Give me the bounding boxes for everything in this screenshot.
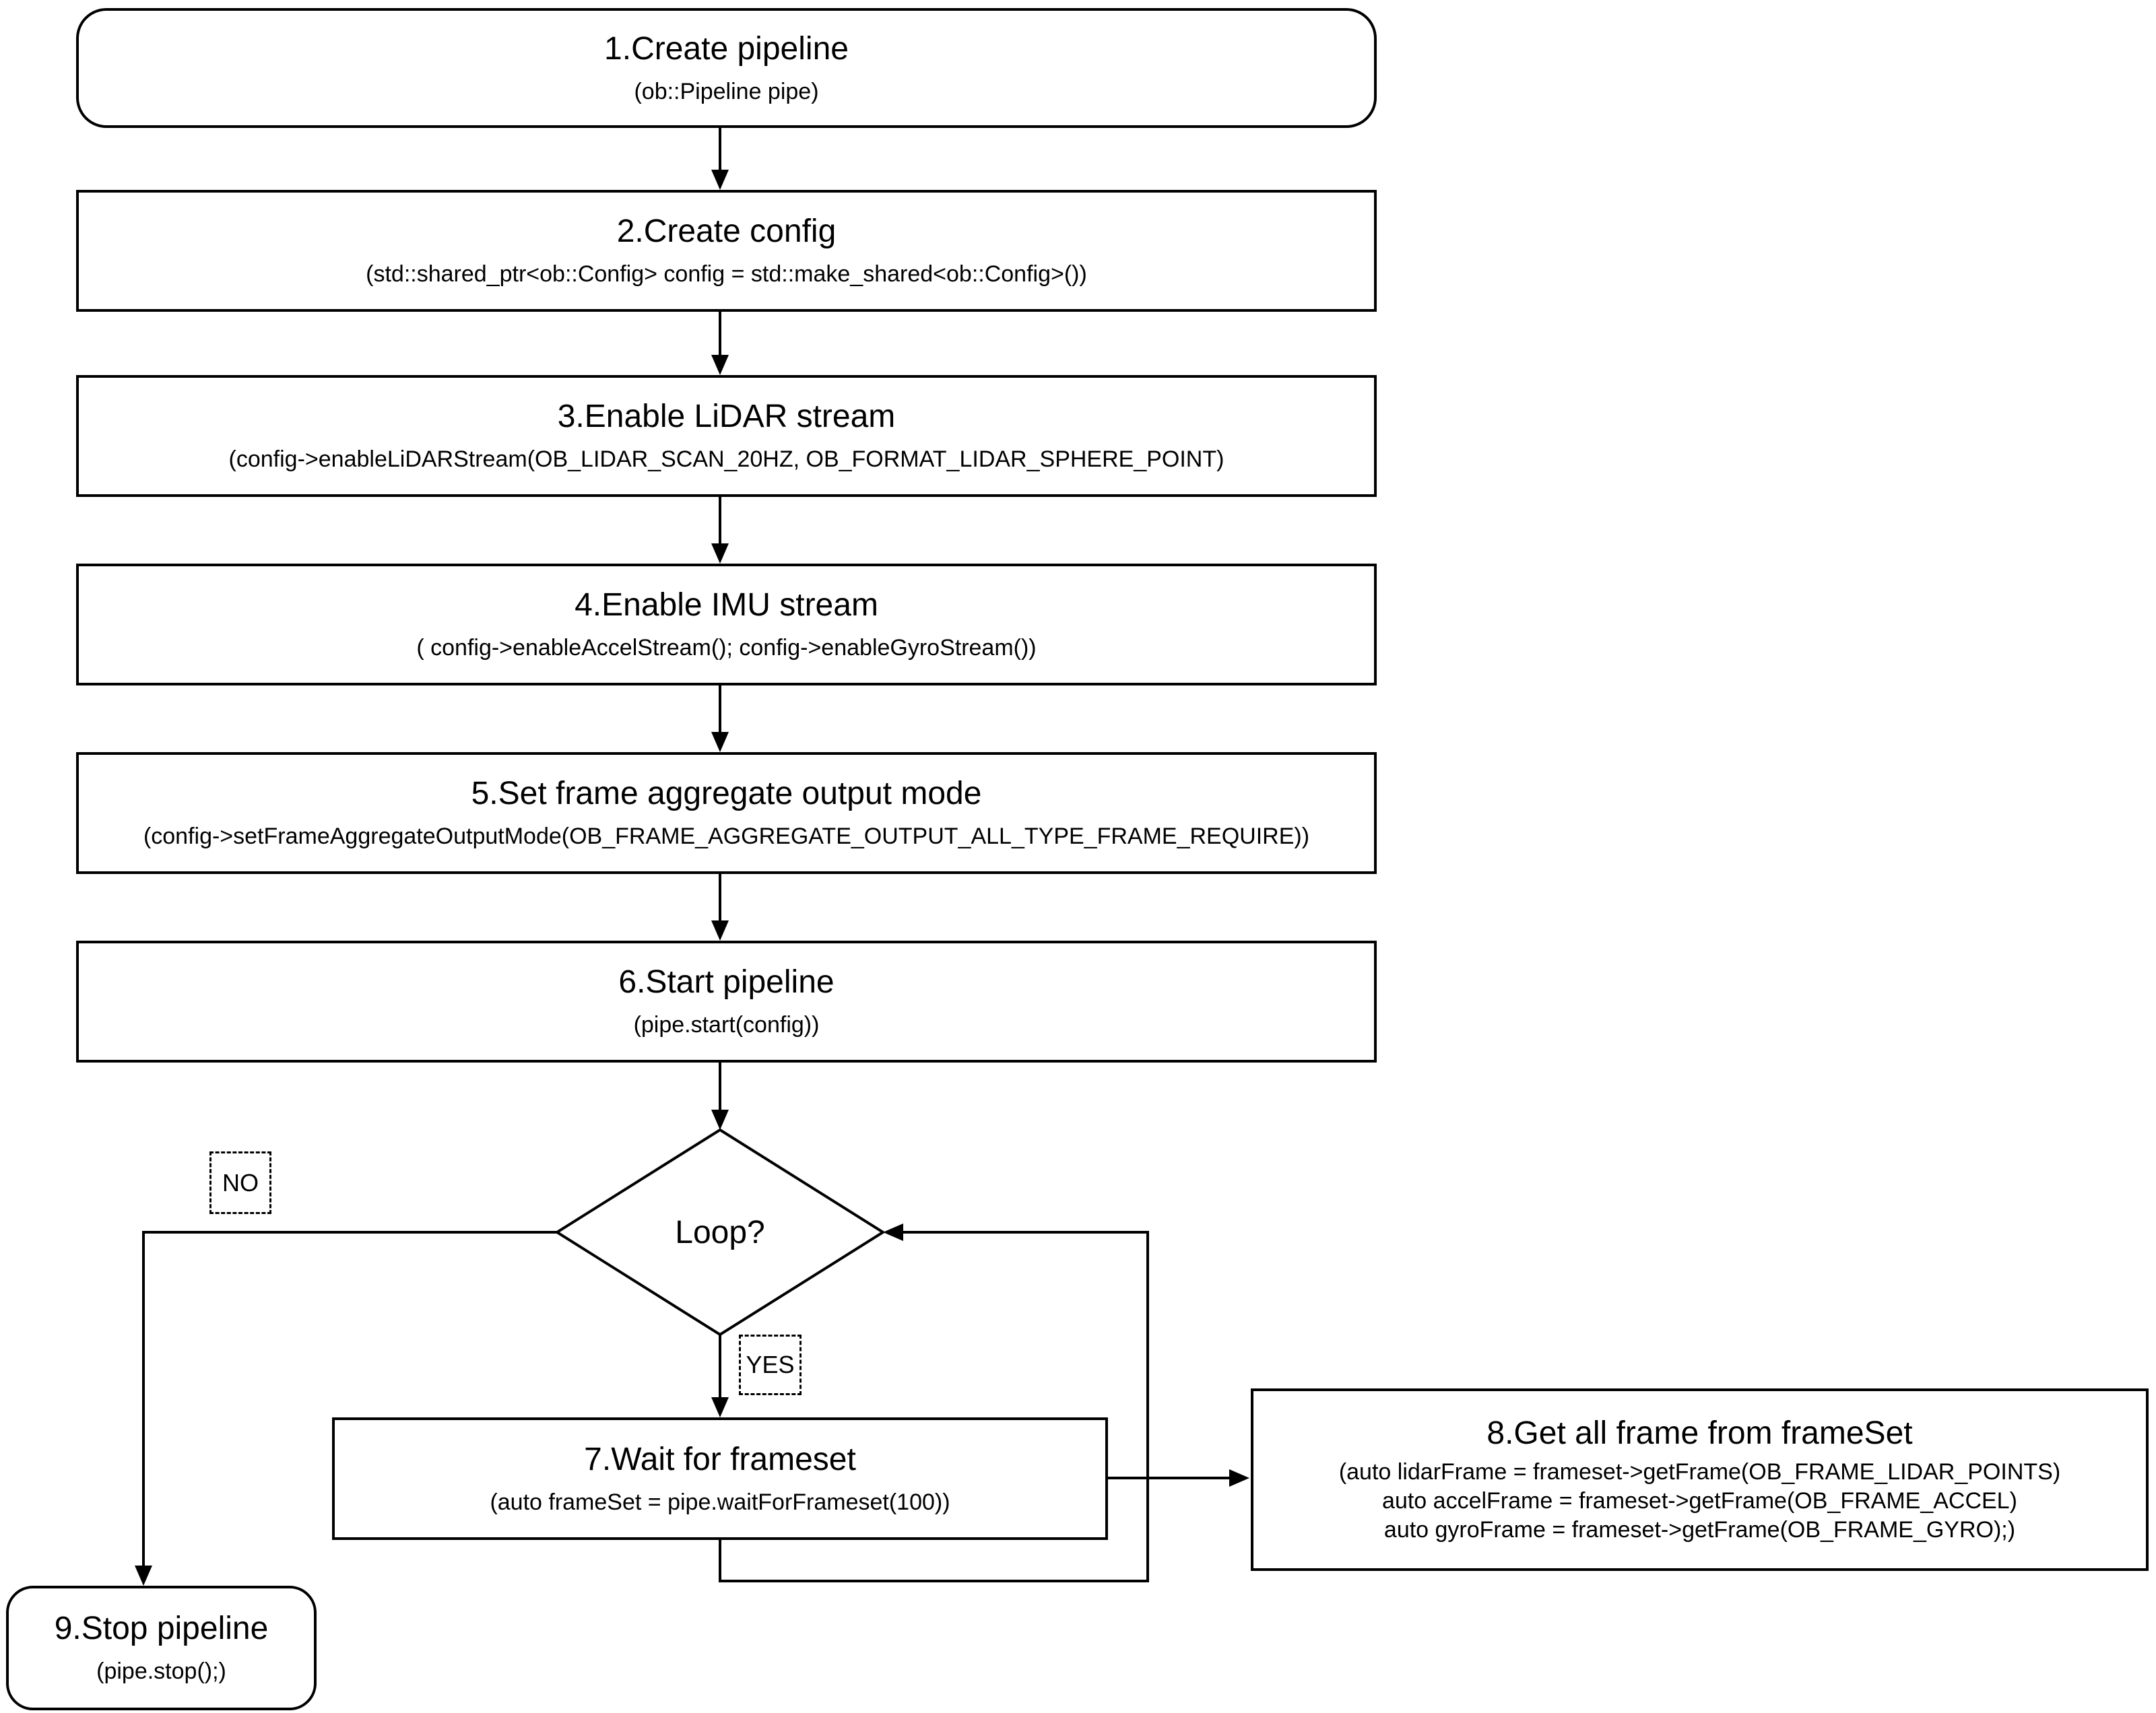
node-create-pipeline-code: (ob::Pipeline pipe) (634, 78, 819, 104)
node-get-all-frames-codeblock: (auto lidarFrame = frameset->getFrame(OB… (1339, 1458, 2060, 1545)
node-create-pipeline-title: 1.Create pipeline (604, 30, 849, 67)
arrowhead-decision-right (883, 1223, 903, 1241)
arrowhead-box6 (711, 920, 729, 941)
arrowhead-decision-top (711, 1110, 729, 1130)
node-enable-imu-stream-title: 4.Enable IMU stream (575, 587, 878, 623)
arrowhead-box3 (711, 355, 729, 375)
arrowhead-box4 (711, 543, 729, 564)
node-get-all-frames-title: 8.Get all frame from frameSet (1487, 1415, 1913, 1451)
arrowhead-box9 (135, 1566, 152, 1586)
branch-label-no: NO (209, 1151, 271, 1214)
node-set-frame-aggregate-mode: 5.Set frame aggregate output mode (confi… (76, 752, 1377, 874)
node-create-pipeline: 1.Create pipeline (ob::Pipeline pipe) (76, 8, 1377, 128)
node-get-all-frames: 8.Get all frame from frameSet (auto lida… (1251, 1388, 2149, 1571)
arrowhead-box8 (1229, 1469, 1249, 1487)
decision-diamond (554, 1128, 886, 1337)
decision-loop-label: Loop? (675, 1214, 765, 1250)
node-create-config: 2.Create config (std::shared_ptr<ob::Con… (76, 190, 1377, 312)
branch-label-yes: YES (739, 1335, 802, 1395)
node-set-frame-aggregate-mode-title: 5.Set frame aggregate output mode (471, 776, 982, 811)
node-set-frame-aggregate-mode-code: (config->setFrameAggregateOutputMode(OB_… (143, 824, 1310, 849)
node-get-all-frames-code-line2: auto accelFrame = frameset->getFrame(OB_… (1382, 1488, 2017, 1514)
node-enable-lidar-stream-code: (config->enableLiDARStream(OB_LIDAR_SCAN… (228, 446, 1224, 472)
arrowhead-box2 (711, 170, 729, 190)
arrowhead-box5 (711, 732, 729, 752)
node-get-all-frames-code-line1: (auto lidarFrame = frameset->getFrame(OB… (1338, 1459, 2061, 1485)
node-wait-for-frameset: 7.Wait for frameset (auto frameSet = pip… (332, 1417, 1108, 1540)
node-stop-pipeline: 9.Stop pipeline (pipe.stop();) (6, 1586, 317, 1710)
node-wait-for-frameset-code: (auto frameSet = pipe.waitForFrameset(10… (490, 1489, 950, 1515)
node-stop-pipeline-code: (pipe.stop();) (96, 1658, 226, 1684)
node-create-config-title: 2.Create config (616, 213, 837, 249)
connector-loopback (719, 1231, 1149, 1582)
node-enable-imu-stream: 4.Enable IMU stream ( config->enableAcce… (76, 564, 1377, 685)
node-start-pipeline: 6.Start pipeline (pipe.start(config)) (76, 941, 1377, 1063)
node-get-all-frames-code-line3: auto gyroFrame = frameset->getFrame(OB_F… (1383, 1517, 2016, 1543)
node-start-pipeline-title: 6.Start pipeline (618, 964, 835, 1000)
node-wait-for-frameset-title: 7.Wait for frameset (584, 1441, 856, 1477)
node-enable-lidar-stream-title: 3.Enable LiDAR stream (557, 399, 896, 434)
arrowhead-box7 (711, 1397, 729, 1417)
node-create-config-code: (std::shared_ptr<ob::Config> config = st… (366, 261, 1087, 287)
node-enable-lidar-stream: 3.Enable LiDAR stream (config->enableLiD… (76, 375, 1377, 497)
node-enable-imu-stream-code: ( config->enableAccelStream(); config->e… (416, 635, 1037, 661)
node-start-pipeline-code: (pipe.start(config)) (633, 1012, 820, 1038)
node-stop-pipeline-title: 9.Stop pipeline (54, 1611, 269, 1646)
connector-no-branch (142, 1231, 557, 1582)
